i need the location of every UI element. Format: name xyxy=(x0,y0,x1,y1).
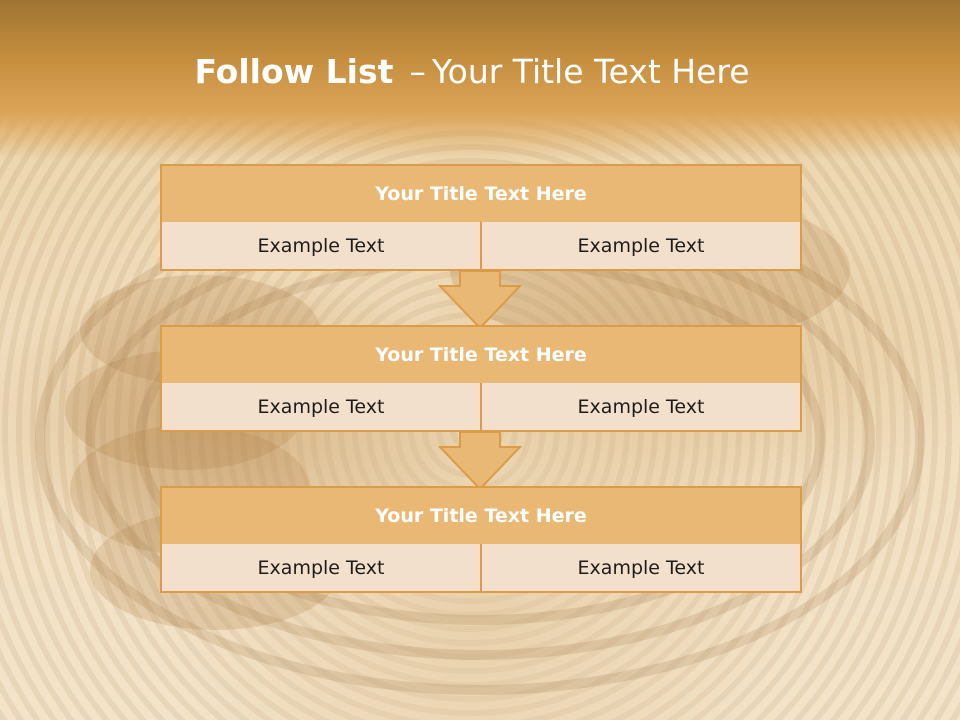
slide-title-dash: – xyxy=(409,52,426,91)
title-bar xyxy=(0,0,960,160)
block-cell-right: Example Text xyxy=(480,222,800,269)
block-cell-left: Example Text xyxy=(257,395,385,418)
slide-title: Follow List–Your Title Text Here xyxy=(0,52,944,91)
down-arrow-icon xyxy=(438,270,522,330)
down-arrow-icon xyxy=(438,431,522,491)
block-cells-row: Example Text Example Text xyxy=(160,383,802,432)
block-cell-right: Example Text xyxy=(480,544,800,591)
block-cell-left: Example Text xyxy=(257,556,385,579)
block-cells-row: Example Text Example Text xyxy=(160,544,802,593)
block-cells-row: Example Text Example Text xyxy=(160,222,802,271)
block-title: Your Title Text Here xyxy=(160,325,802,385)
block-title: Your Title Text Here xyxy=(160,486,802,546)
block-title: Your Title Text Here xyxy=(160,164,802,224)
block-cell-right: Example Text xyxy=(480,383,800,430)
slide-title-rest: Your Title Text Here xyxy=(431,52,750,91)
slide-title-bold: Follow List xyxy=(194,52,394,91)
block-cell-left: Example Text xyxy=(257,234,385,257)
